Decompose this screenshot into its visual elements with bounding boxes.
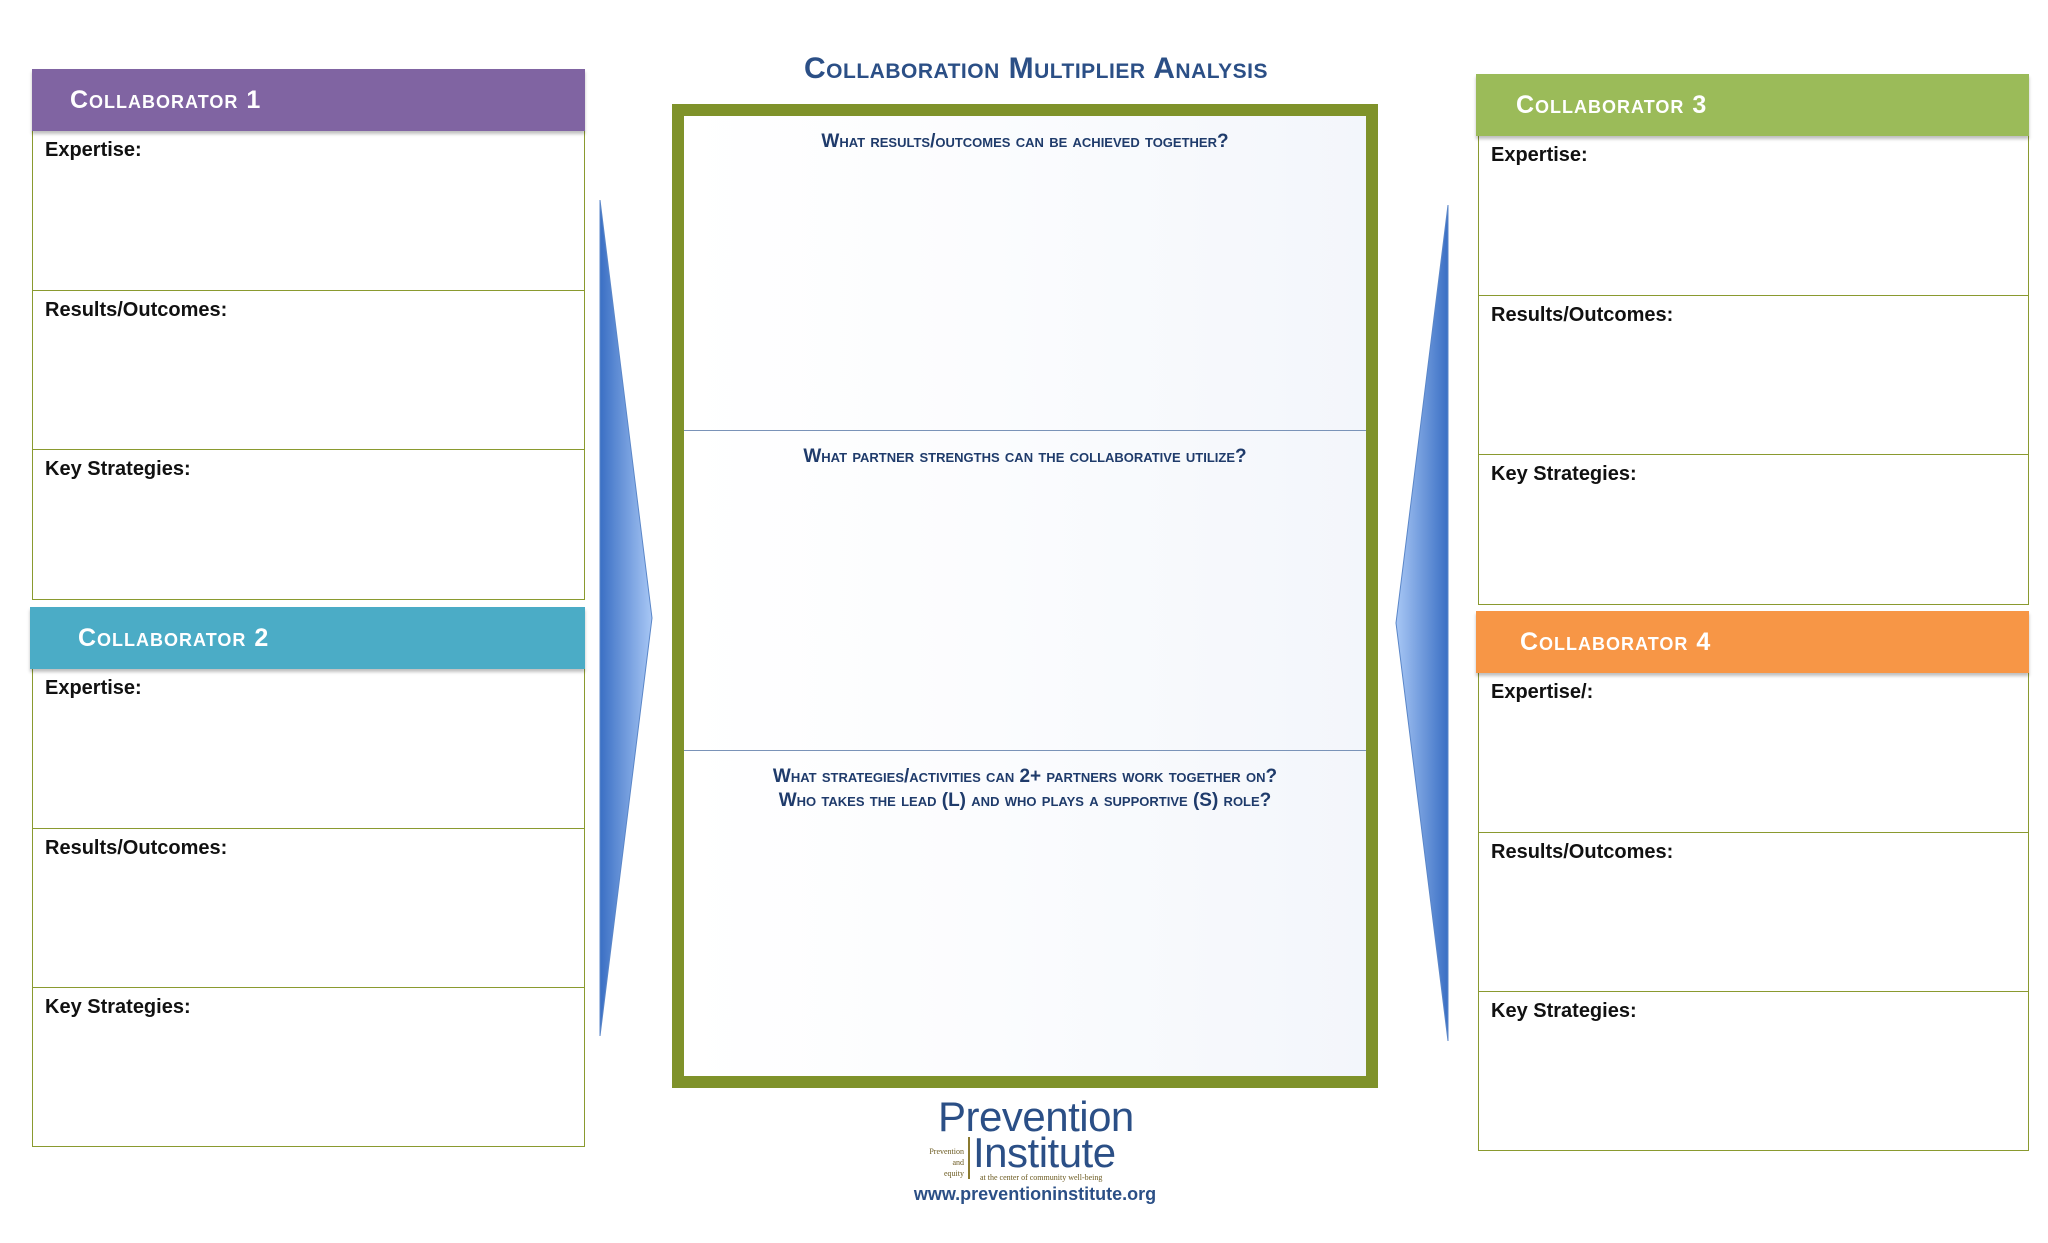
collaborator-3-panel: Collaborator 3 Expertise: Results/Outcom… bbox=[1476, 74, 2029, 605]
collaborator-3-header: Collaborator 3 bbox=[1476, 74, 2029, 136]
logo-word-institute: Institute bbox=[973, 1129, 1116, 1176]
logo-tagline: at the center of community well-being bbox=[980, 1173, 1103, 1182]
page-title: Collaboration Multiplier Analysis bbox=[804, 52, 1268, 85]
shared-strategies-question-line-1: What strategies/activities can 2+ partne… bbox=[772, 766, 1278, 787]
shared-results-question: What results/outcomes can be achieved to… bbox=[821, 131, 1229, 152]
collaborator-1-expertise-field[interactable]: Expertise: bbox=[45, 139, 142, 161]
arrow-right-icon bbox=[599, 199, 653, 1037]
arrow-left-icon bbox=[1395, 204, 1449, 1042]
website-link[interactable]: www.preventioninstitute.org bbox=[913, 1184, 1157, 1204]
collaborator-2-results-field[interactable]: Results/Outcomes: bbox=[33, 828, 584, 987]
collaborator-4-header: Collaborator 4 bbox=[1476, 611, 2029, 673]
shared-strategies-question-line-2: Who takes the lead (L) and who plays a s… bbox=[778, 790, 1272, 811]
collaborator-2-header: Collaborator 2 bbox=[30, 607, 585, 669]
partner-strengths-section[interactable]: What partner strengths can the collabora… bbox=[684, 431, 1366, 751]
logo-left-tag: Prevention and equity bbox=[929, 1147, 964, 1178]
collaborator-4-results-field[interactable]: Results/Outcomes: bbox=[1479, 832, 2028, 991]
collaborator-1-results-field[interactable]: Results/Outcomes: bbox=[33, 290, 584, 449]
shared-strategies-section[interactable]: What strategies/activities can 2+ partne… bbox=[684, 751, 1366, 1076]
collaborator-4-panel: Collaborator 4 Expertise/: Results/Outco… bbox=[1476, 611, 2029, 1151]
collaborator-2-strategies-field[interactable]: Key Strategies: bbox=[33, 987, 584, 1146]
collaborator-1-strategies-field[interactable]: Key Strategies: bbox=[33, 449, 584, 599]
prevention-institute-logo: Prevention Institute Prevention and equi… bbox=[920, 1093, 1140, 1183]
collaborator-3-strategies-field[interactable]: Key Strategies: bbox=[1479, 454, 2028, 604]
collaborator-4-expertise-field[interactable]: Expertise/: bbox=[1491, 681, 1594, 703]
shared-results-section[interactable]: What results/outcomes can be achieved to… bbox=[684, 116, 1366, 431]
partner-strengths-question: What partner strengths can the collabora… bbox=[803, 446, 1247, 467]
collaborator-1-panel: Collaborator 1 Expertise: Results/Outcom… bbox=[32, 69, 585, 600]
collaborator-2-expertise-field[interactable]: Expertise: bbox=[45, 677, 142, 699]
collaborator-2-panel: Collaborator 2 Expertise: Results/Outcom… bbox=[30, 607, 585, 1147]
collaborator-3-expertise-field[interactable]: Expertise: bbox=[1491, 144, 1588, 166]
collaborator-3-results-field[interactable]: Results/Outcomes: bbox=[1479, 295, 2028, 454]
center-analysis-frame: What results/outcomes can be achieved to… bbox=[672, 104, 1378, 1088]
logo-divider bbox=[968, 1137, 970, 1179]
collaborator-4-strategies-field[interactable]: Key Strategies: bbox=[1479, 991, 2028, 1150]
logo-word-prevention: Prevention bbox=[938, 1093, 1134, 1140]
collaborator-1-header: Collaborator 1 bbox=[32, 69, 585, 131]
